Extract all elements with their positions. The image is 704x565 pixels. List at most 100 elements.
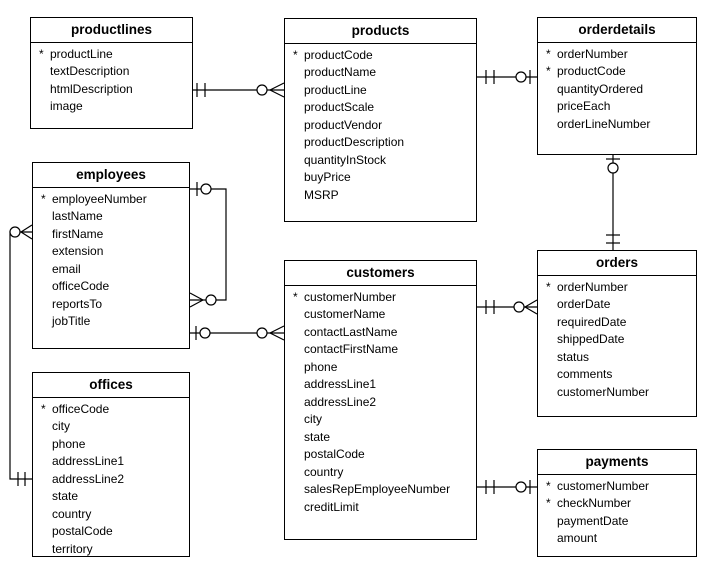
field-row: customerNumber [546, 383, 692, 401]
entity-field-list-orderdetails: * orderNumber * productCode quantityOrde… [538, 43, 696, 133]
field-row: territory [41, 540, 185, 558]
field-row: creditLimit [293, 498, 472, 516]
field-row: addressLine1 [41, 453, 185, 471]
field-row: state [41, 488, 185, 506]
field-row: addressLine1 [293, 376, 472, 394]
entity-field-list-payments: * customerNumber * checkNumber paymentDa… [538, 475, 696, 547]
primary-key-marker: * [546, 46, 551, 61]
field-row: addressLine2 [41, 470, 185, 488]
field-name: phone [52, 436, 86, 451]
field-row: shippedDate [546, 331, 692, 349]
field-name: creditLimit [304, 499, 359, 514]
field-name: productCode [304, 47, 373, 62]
rel-products-orderdetails [477, 70, 537, 84]
field-row: MSRP [293, 186, 472, 204]
rel-orderdetails-orders [606, 155, 620, 250]
field-name: reportsTo [52, 296, 103, 311]
field-name: amount [557, 531, 598, 546]
primary-key-marker: * [546, 496, 551, 511]
primary-key-marker: * [293, 289, 298, 304]
field-name: productLine [50, 46, 113, 61]
entity-offices[interactable]: offices * officeCode city phone addressL… [32, 372, 190, 557]
primary-key-marker: * [546, 64, 551, 79]
field-row: productScale [293, 99, 472, 117]
rel-employees-self [189, 182, 227, 308]
field-name: officeCode [52, 279, 110, 294]
field-name: orderNumber [557, 279, 628, 294]
field-name: productLine [304, 82, 367, 97]
entity-orders[interactable]: orders * orderNumber orderDate requiredD… [537, 250, 697, 417]
field-name: productName [304, 65, 377, 80]
field-row: paymentDate [546, 512, 692, 530]
field-name: productDescription [304, 135, 405, 150]
field-row: * checkNumber [546, 495, 692, 513]
field-name: addressLine2 [304, 394, 377, 409]
field-row: customerName [293, 306, 472, 324]
field-name: productScale [304, 100, 375, 115]
rel-productlines-products [193, 82, 285, 98]
entity-productlines[interactable]: productlines * productLine textDescripti… [30, 17, 193, 129]
field-name: orderDate [557, 297, 611, 312]
field-row: * customerNumber [546, 477, 692, 495]
field-row: * orderNumber [546, 45, 692, 63]
entity-title-productlines: productlines [31, 18, 192, 43]
primary-key-marker: * [546, 279, 551, 294]
entity-field-list-employees: * employeeNumber lastName firstName exte… [33, 188, 189, 330]
field-name: phone [304, 359, 338, 374]
field-row: reportsTo [41, 295, 185, 313]
field-name: territory [52, 541, 93, 556]
primary-key-marker: * [41, 191, 46, 206]
entity-title-offices: offices [33, 373, 189, 398]
field-row: country [41, 505, 185, 523]
field-row: * customerNumber [293, 288, 472, 306]
field-row: city [293, 411, 472, 429]
field-name: checkNumber [557, 496, 632, 511]
field-row: orderDate [546, 296, 692, 314]
field-name: customerNumber [557, 478, 650, 493]
field-row: buyPrice [293, 169, 472, 187]
field-row: lastName [41, 208, 185, 226]
primary-key-marker: * [293, 47, 298, 62]
field-name: postalCode [52, 524, 113, 539]
entity-products[interactable]: products * productCode productName produ… [284, 18, 477, 222]
field-name: orderNumber [557, 46, 628, 61]
field-name: shippedDate [557, 332, 625, 347]
field-row: * productCode [546, 63, 692, 81]
field-row: * productCode [293, 46, 472, 64]
field-name: customerNumber [304, 289, 397, 304]
entity-title-products: products [285, 19, 476, 44]
entity-title-orders: orders [538, 251, 696, 276]
entity-payments[interactable]: payments * customerNumber * checkNumber … [537, 449, 697, 557]
field-row: contactFirstName [293, 341, 472, 359]
field-name: htmlDescription [50, 81, 133, 96]
field-name: email [52, 261, 81, 276]
field-name: customerName [304, 307, 386, 322]
field-row: status [546, 348, 692, 366]
entity-employees[interactable]: employees * employeeNumber lastName firs… [32, 162, 190, 349]
rel-offices-employees [9, 224, 33, 486]
field-name: officeCode [52, 401, 110, 416]
field-name: quantityInStock [304, 152, 387, 167]
primary-key-marker: * [39, 46, 44, 61]
field-name: jobTitle [52, 314, 91, 329]
field-name: customerNumber [557, 384, 650, 399]
field-row: quantityInStock [293, 151, 472, 169]
field-name: extension [52, 244, 104, 259]
field-name: contactFirstName [304, 342, 399, 357]
field-name: contactLastName [304, 324, 398, 339]
entity-customers[interactable]: customers * customerNumber customerName … [284, 260, 477, 540]
field-name: addressLine1 [304, 377, 377, 392]
field-row: textDescription [39, 63, 188, 81]
field-name: productCode [557, 64, 626, 79]
field-row: contactLastName [293, 323, 472, 341]
field-row: jobTitle [41, 313, 185, 331]
entity-orderdetails[interactable]: orderdetails * orderNumber * productCode… [537, 17, 697, 155]
field-row: phone [41, 435, 185, 453]
entity-field-list-productlines: * productLine textDescription htmlDescri… [31, 43, 192, 115]
entity-field-list-offices: * officeCode city phone addressLine1 add… [33, 398, 189, 558]
field-row: productVendor [293, 116, 472, 134]
field-name: quantityOrdered [557, 81, 644, 96]
rel-customers-orders [477, 299, 538, 315]
